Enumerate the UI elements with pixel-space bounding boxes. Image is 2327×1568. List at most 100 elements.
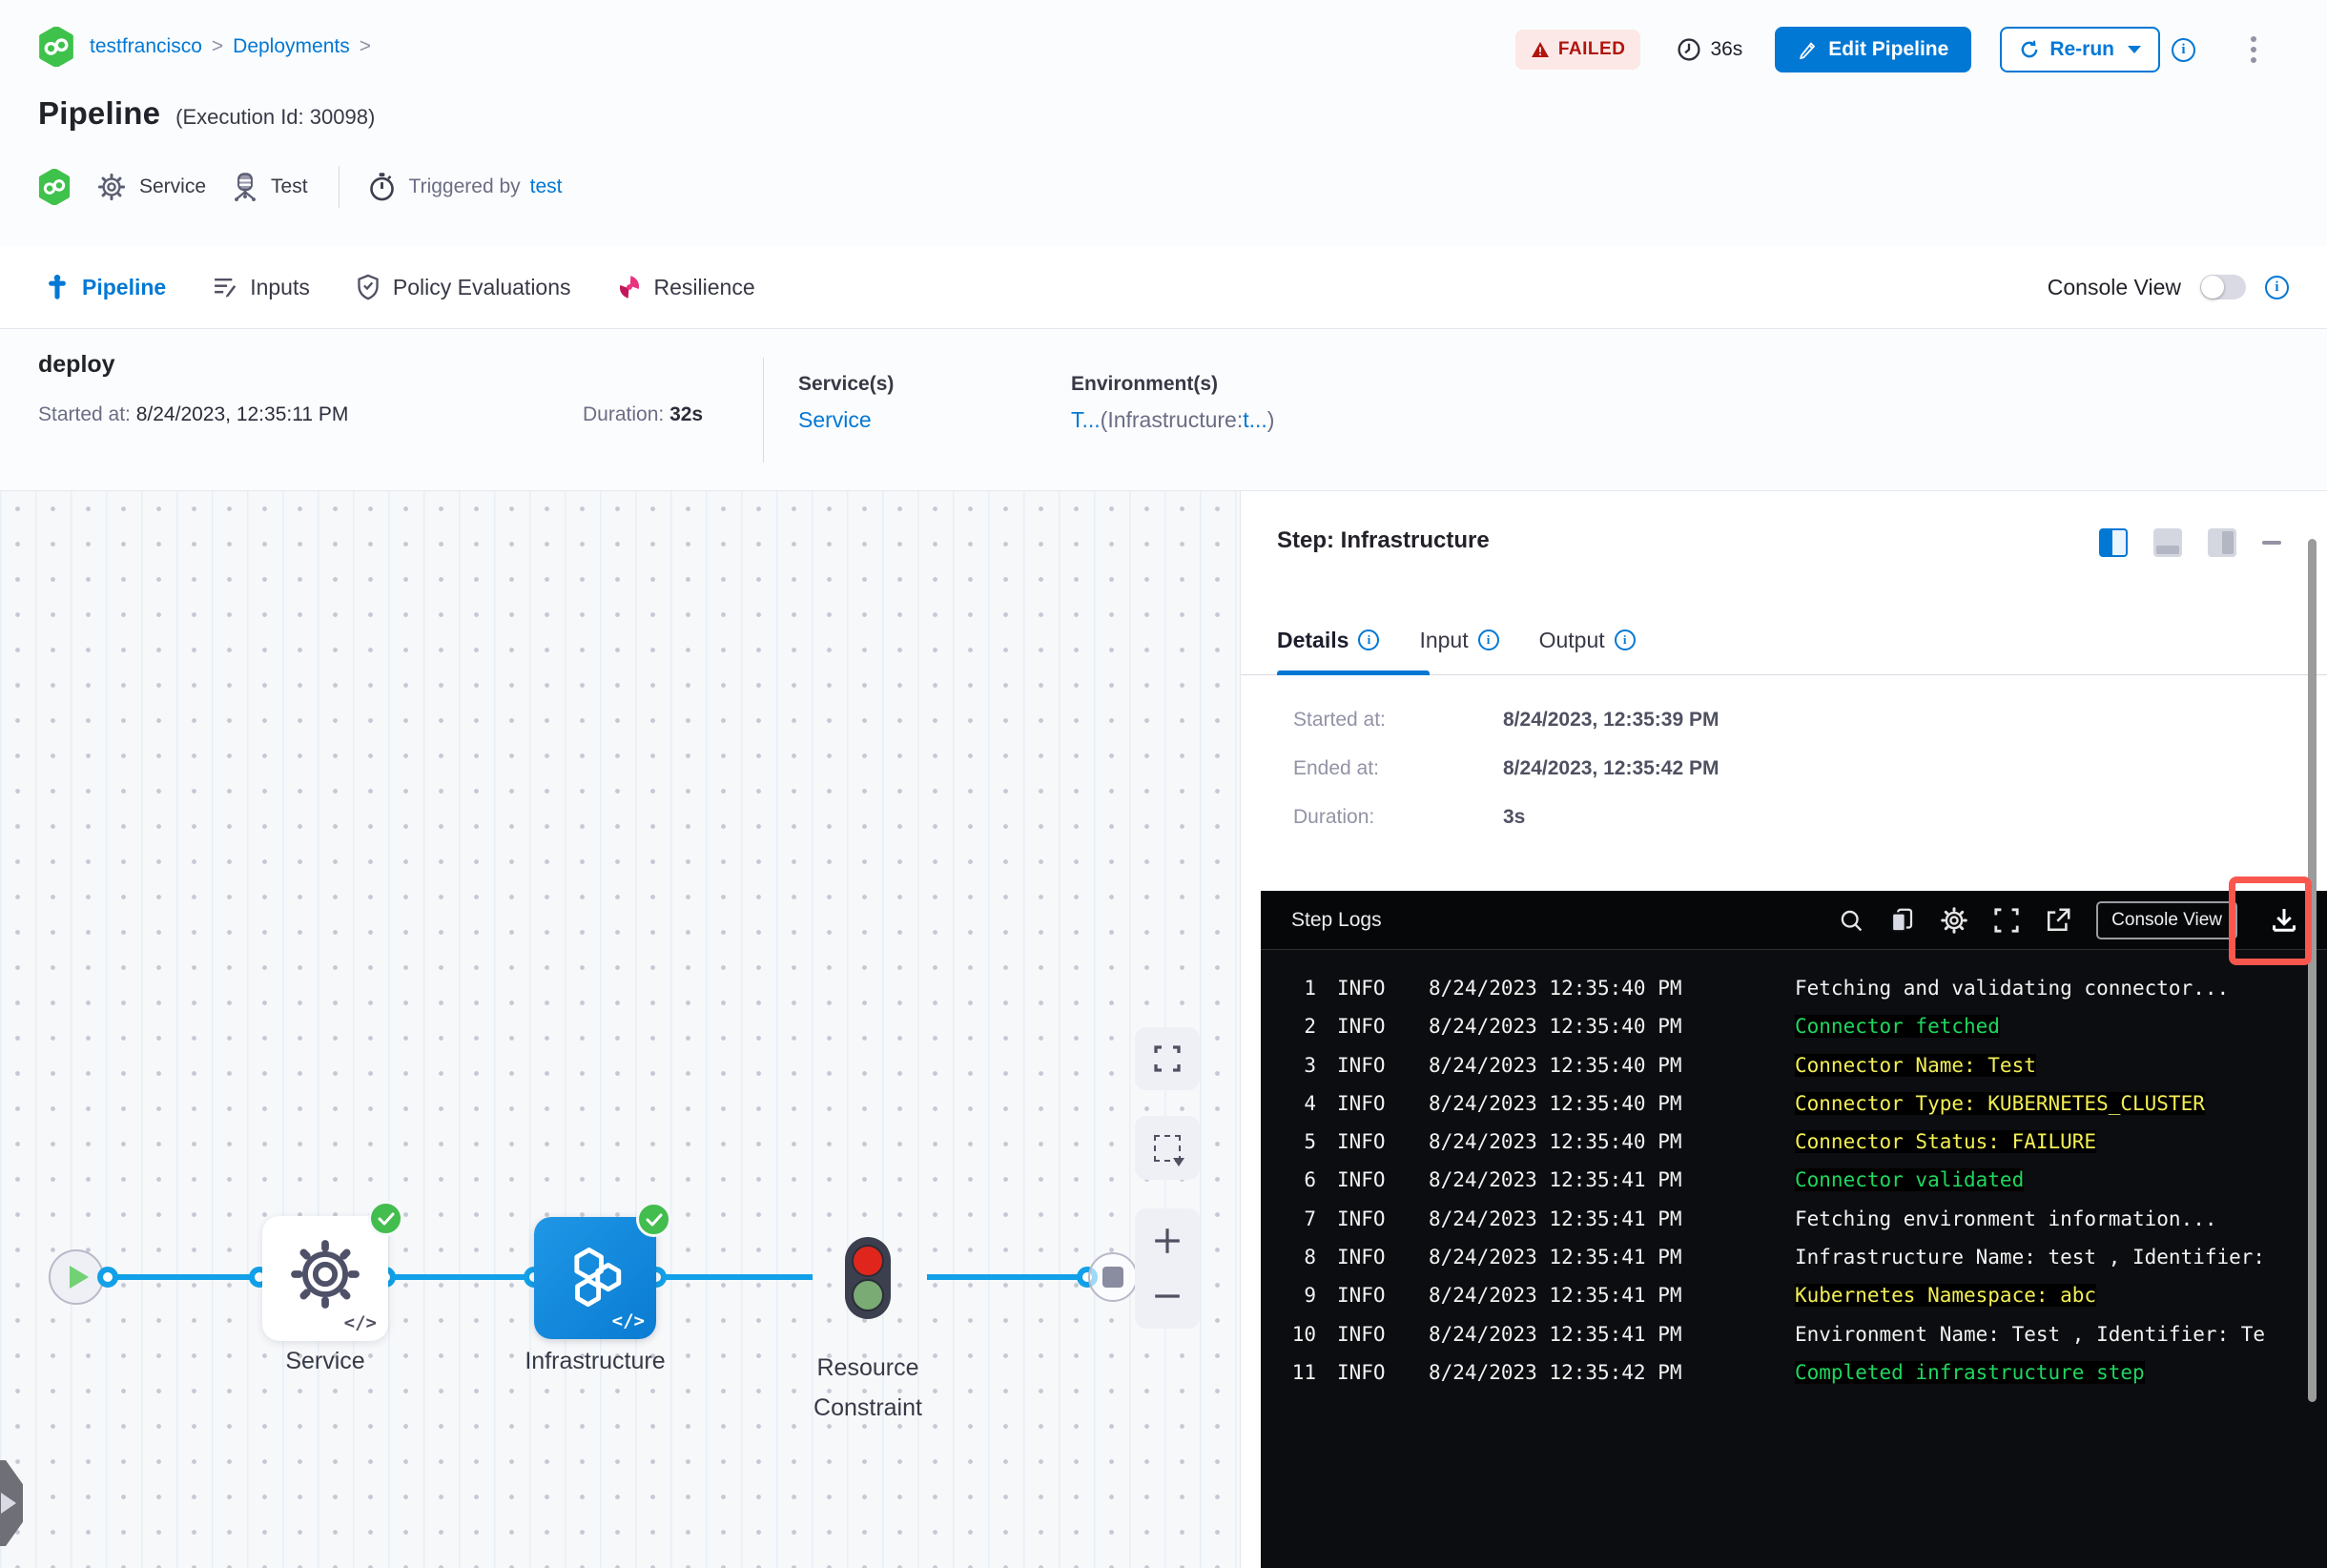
- stage-started: Started at: 8/24/2023, 12:35:11 PM: [38, 403, 348, 426]
- minimize-panel-button[interactable]: [2262, 541, 2281, 545]
- log-line-number: 8: [1304, 1246, 1316, 1269]
- node-resource-constraint[interactable]: [845, 1223, 891, 1332]
- output-info-icon[interactable]: i: [1614, 629, 1636, 650]
- environment-icon: [231, 172, 259, 202]
- edge-connector[interactable]: [97, 1267, 118, 1288]
- download-icon: [2273, 908, 2296, 932]
- service-name[interactable]: Service: [139, 175, 207, 197]
- log-search-button[interactable]: [1839, 908, 1864, 933]
- breadcrumb-deployments[interactable]: Deployments: [233, 35, 350, 57]
- stage-services: Service(s) Service: [798, 373, 894, 433]
- tab-input[interactable]: Input i: [1419, 628, 1499, 653]
- log-message: Kubernetes Namespace: abc: [1795, 1284, 2097, 1308]
- external-link-icon: [2048, 908, 2070, 931]
- services-label: Service(s): [798, 373, 895, 395]
- log-fullscreen-button[interactable]: [1993, 907, 2020, 934]
- log-level: INFO: [1337, 1091, 1386, 1115]
- log-message: Fetching environment information...: [1795, 1207, 2217, 1230]
- log-timestamp: 8/24/2023 12:35:41 PM: [1429, 1246, 1682, 1269]
- layout-split-vertical-icon[interactable]: [2099, 528, 2128, 557]
- log-level: INFO: [1337, 1322, 1386, 1346]
- pipeline-meta-row: Service Test Triggered by: [38, 166, 563, 208]
- log-timestamp: 8/24/2023 12:35:42 PM: [1429, 1360, 1682, 1384]
- log-level: INFO: [1337, 1207, 1386, 1230]
- rerun-button[interactable]: Re-run: [2000, 27, 2160, 72]
- log-settings-button[interactable]: [1940, 906, 1968, 935]
- tab-details[interactable]: Details i: [1277, 628, 1380, 653]
- log-line-number: 9: [1304, 1284, 1316, 1308]
- detail-label: Started at:: [1293, 709, 1386, 731]
- pencil-icon: [1800, 42, 1816, 59]
- canvas-fullscreen-button[interactable]: [1135, 1027, 1200, 1090]
- canvas-select-button[interactable]: [1135, 1116, 1200, 1180]
- console-view-toggle[interactable]: [2200, 275, 2246, 299]
- environment-name[interactable]: Test: [271, 175, 308, 197]
- stage-name[interactable]: deploy: [38, 351, 115, 378]
- log-timestamp: 8/24/2023 12:35:41 PM: [1429, 1284, 1682, 1308]
- console-view-info-icon[interactable]: i: [2265, 275, 2289, 299]
- log-copy-button[interactable]: [1888, 906, 1915, 935]
- details-info-icon[interactable]: i: [1358, 629, 1380, 650]
- log-line-number: 11: [1291, 1360, 1316, 1384]
- breadcrumb-separator: >: [359, 35, 371, 57]
- log-timestamp: 8/24/2023 12:35:41 PM: [1429, 1322, 1682, 1346]
- tab-resilience[interactable]: Resilience: [617, 275, 755, 300]
- environment-link[interactable]: T...: [1071, 407, 1101, 432]
- refresh-icon: [2022, 40, 2038, 58]
- log-line-number: 1: [1304, 977, 1316, 1000]
- end-node[interactable]: [1088, 1252, 1138, 1302]
- tab-pipeline-label: Pipeline: [82, 274, 167, 299]
- step-tabs: Details i Input i Output i: [1277, 606, 1636, 674]
- stage-duration-value: 32s: [669, 403, 704, 425]
- edit-pipeline-button[interactable]: Edit Pipeline: [1775, 27, 1972, 72]
- tab-policy-evaluations[interactable]: Policy Evaluations: [356, 274, 571, 300]
- pipeline-canvas[interactable]: </> Service </> Infrastructure: [0, 491, 1240, 1568]
- log-level: INFO: [1337, 1168, 1386, 1192]
- start-node[interactable]: [49, 1249, 104, 1305]
- node-label-resource-constraint: Resource Constraint: [813, 1354, 922, 1421]
- environments-value[interactable]: T...(Infrastructure:t...): [1071, 407, 1274, 433]
- detail-label: Ended at:: [1293, 757, 1379, 779]
- hexagons-icon: [574, 1248, 622, 1308]
- node-infrastructure[interactable]: </>: [534, 1202, 671, 1339]
- log-timestamp: 8/24/2023 12:35:40 PM: [1429, 977, 1682, 1000]
- stop-icon: [1102, 1267, 1123, 1288]
- zoom-in-icon[interactable]: [1152, 1226, 1183, 1256]
- detail-label: Duration:: [1293, 806, 1375, 828]
- tab-inputs[interactable]: Inputs: [212, 275, 310, 300]
- triggered-by-user[interactable]: test: [529, 175, 563, 197]
- infrastructure-link[interactable]: t...: [1243, 407, 1267, 432]
- log-timestamp: 8/24/2023 12:35:41 PM: [1429, 1168, 1682, 1192]
- gear-icon: [291, 1240, 360, 1309]
- tab-output[interactable]: Output i: [1539, 628, 1636, 653]
- log-message: Environment Name: Test , Identifier: Te: [1795, 1322, 2266, 1346]
- breadcrumb-project[interactable]: testfrancisco: [90, 35, 202, 57]
- input-info-icon[interactable]: i: [1477, 629, 1499, 650]
- log-line-number: 4: [1304, 1091, 1316, 1115]
- layout-split-horizontal-icon[interactable]: [2153, 528, 2182, 557]
- log-download-button[interactable]: [2270, 906, 2298, 935]
- inputs-icon: [215, 278, 237, 298]
- marquee-select-icon: [1154, 1134, 1184, 1166]
- active-step-tab-underline: [1277, 671, 1430, 675]
- log-console-view-button[interactable]: Console View: [2096, 900, 2237, 939]
- environments-infra-label: (Infrastructure:: [1100, 407, 1244, 432]
- rerun-info-icon[interactable]: i: [2172, 37, 2195, 62]
- detail-row: Ended at: 8/24/2023, 12:35:42 PM: [1293, 757, 1720, 780]
- node-service[interactable]: </>: [262, 1201, 403, 1341]
- detail-row: Duration: 3s: [1293, 806, 1720, 829]
- zoom-out-icon[interactable]: [1152, 1281, 1183, 1311]
- tab-pipeline[interactable]: Pipeline: [45, 274, 166, 300]
- log-open-external-button[interactable]: [2045, 907, 2071, 934]
- scrollbar-thumb[interactable]: [2308, 539, 2317, 1402]
- step-tab-bar: Details i Input i Output i: [1241, 606, 2327, 675]
- services-value[interactable]: Service: [798, 407, 872, 432]
- log-timestamp: 8/24/2023 12:35:40 PM: [1429, 1091, 1682, 1115]
- step-logs-title: Step Logs: [1291, 908, 1382, 931]
- pipeline-icon: [49, 275, 66, 299]
- more-options-button[interactable]: [2251, 31, 2256, 68]
- layout-right-drawer-icon[interactable]: [2208, 528, 2236, 557]
